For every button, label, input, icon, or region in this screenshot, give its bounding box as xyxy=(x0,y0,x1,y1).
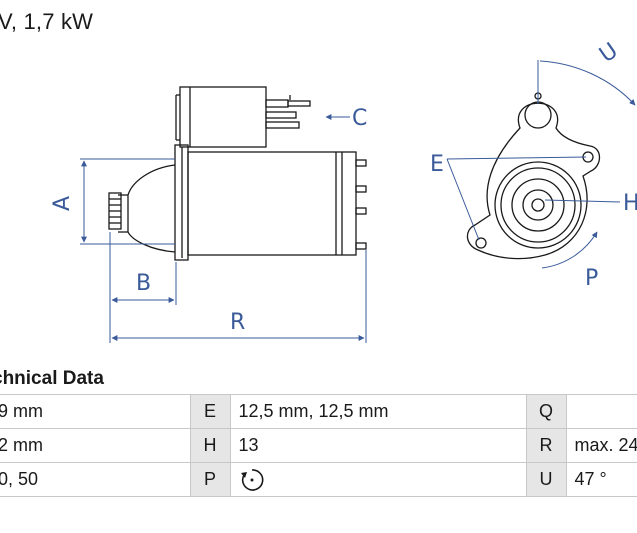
table-key: Q xyxy=(525,394,567,429)
solenoid xyxy=(179,86,267,148)
headline: V, 1,7 kW xyxy=(0,9,94,34)
table-cell xyxy=(230,462,526,497)
starter-technical-drawing: A B R C U E H P xyxy=(50,38,637,343)
label-R: R xyxy=(230,310,245,335)
table-cell: 13 xyxy=(230,428,526,463)
label-U: U xyxy=(595,38,623,68)
table-key: R xyxy=(525,428,567,463)
table-cell: max. 24 xyxy=(566,428,637,463)
clockwise-rotation-icon xyxy=(240,468,263,491)
table-cell: 79 mm xyxy=(0,394,190,429)
nose-cone xyxy=(127,164,176,253)
table-cell: 62 mm xyxy=(0,428,190,463)
table-key: U xyxy=(525,462,567,497)
label-A: A xyxy=(50,196,75,211)
table-row: 79 mm E 12,5 mm, 12,5 mm Q xyxy=(0,394,637,429)
table-cell: 47 ° xyxy=(566,462,637,497)
table-row: 62 mm H 13 R max. 24 xyxy=(0,428,637,463)
side-view xyxy=(108,86,367,261)
terminal xyxy=(265,99,289,108)
dimension-lines xyxy=(80,114,367,343)
table-key: H xyxy=(189,428,231,463)
pinion-gear xyxy=(522,189,554,221)
label-C: C xyxy=(352,106,367,131)
table-cell: 12,5 mm, 12,5 mm xyxy=(230,394,526,429)
table-cell: 30, 50 xyxy=(0,462,190,497)
table-key: E xyxy=(189,394,231,429)
table-cell xyxy=(566,394,637,429)
motor-body xyxy=(187,151,357,256)
front-view xyxy=(466,92,601,260)
section-title: chnical Data xyxy=(0,368,104,389)
table-row: 30, 50 P U 47 ° xyxy=(0,462,637,497)
flange-outline xyxy=(466,102,601,260)
label-E: E xyxy=(430,152,444,177)
label-P: P xyxy=(585,266,598,291)
table-key: P xyxy=(189,462,231,497)
technical-data-table: 79 mm E 12,5 mm, 12,5 mm Q 62 mm H 13 R … xyxy=(0,394,637,497)
label-H: H xyxy=(623,191,637,216)
label-B: B xyxy=(136,271,151,296)
